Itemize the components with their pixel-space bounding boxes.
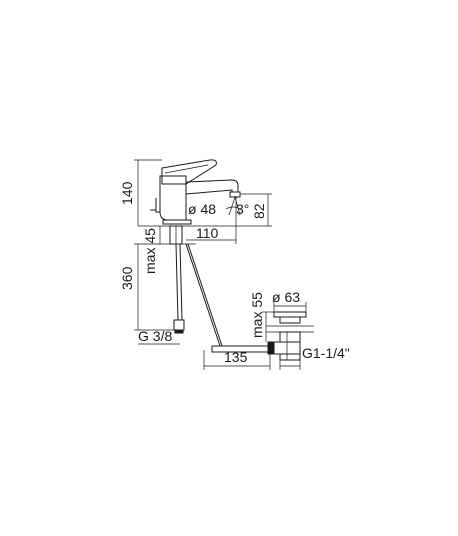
label-hose-length: 360 [119,266,135,290]
label-spout-reach: 110 [196,225,219,241]
label-deck-thickness: max 45 [142,228,158,274]
dimension-lines [134,159,307,370]
label-faucet-height: 140 [119,181,135,205]
label-drain-thread: G1-1/4" [302,345,350,361]
label-body-diameter: ø 48 [188,201,216,217]
label-connection: G 3/8 [138,328,172,344]
label-drain-height: max 55 [249,292,265,338]
label-drain-diameter: ø 63 [272,289,300,305]
label-swivel-angle: 3° [236,201,249,217]
drain-assembly [266,311,314,361]
label-spout-height: 82 [251,203,267,219]
label-rod-length: 135 [224,349,248,365]
hose-assembly [173,243,269,353]
